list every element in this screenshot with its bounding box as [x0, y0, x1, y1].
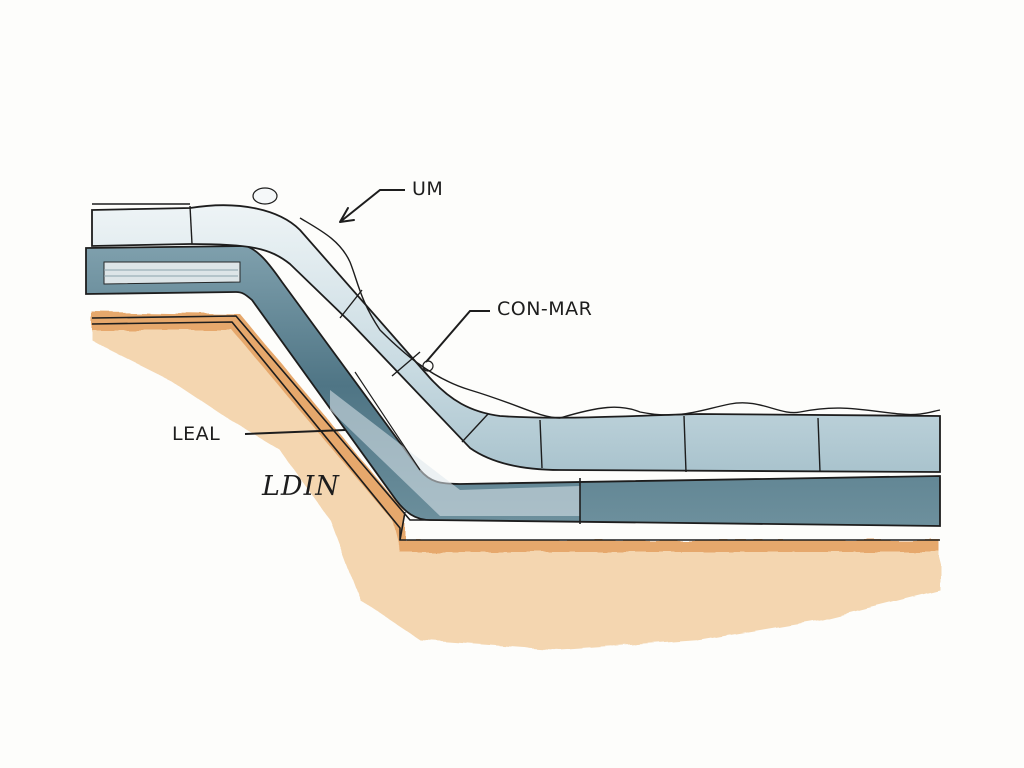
leal-pointer: [244, 429, 346, 435]
leal-label: LEAL: [172, 423, 221, 445]
um-label: UM: [412, 178, 444, 200]
upper-pipe: [91, 187, 941, 473]
con-mar-pointer: [425, 310, 490, 363]
ldin-handwritten-label: LDIN: [262, 471, 340, 502]
um-pointer: [339, 189, 405, 223]
con-mar-label: CON-MAR: [497, 298, 593, 320]
cover-line: [92, 203, 941, 419]
lower-pipe: [85, 245, 941, 527]
